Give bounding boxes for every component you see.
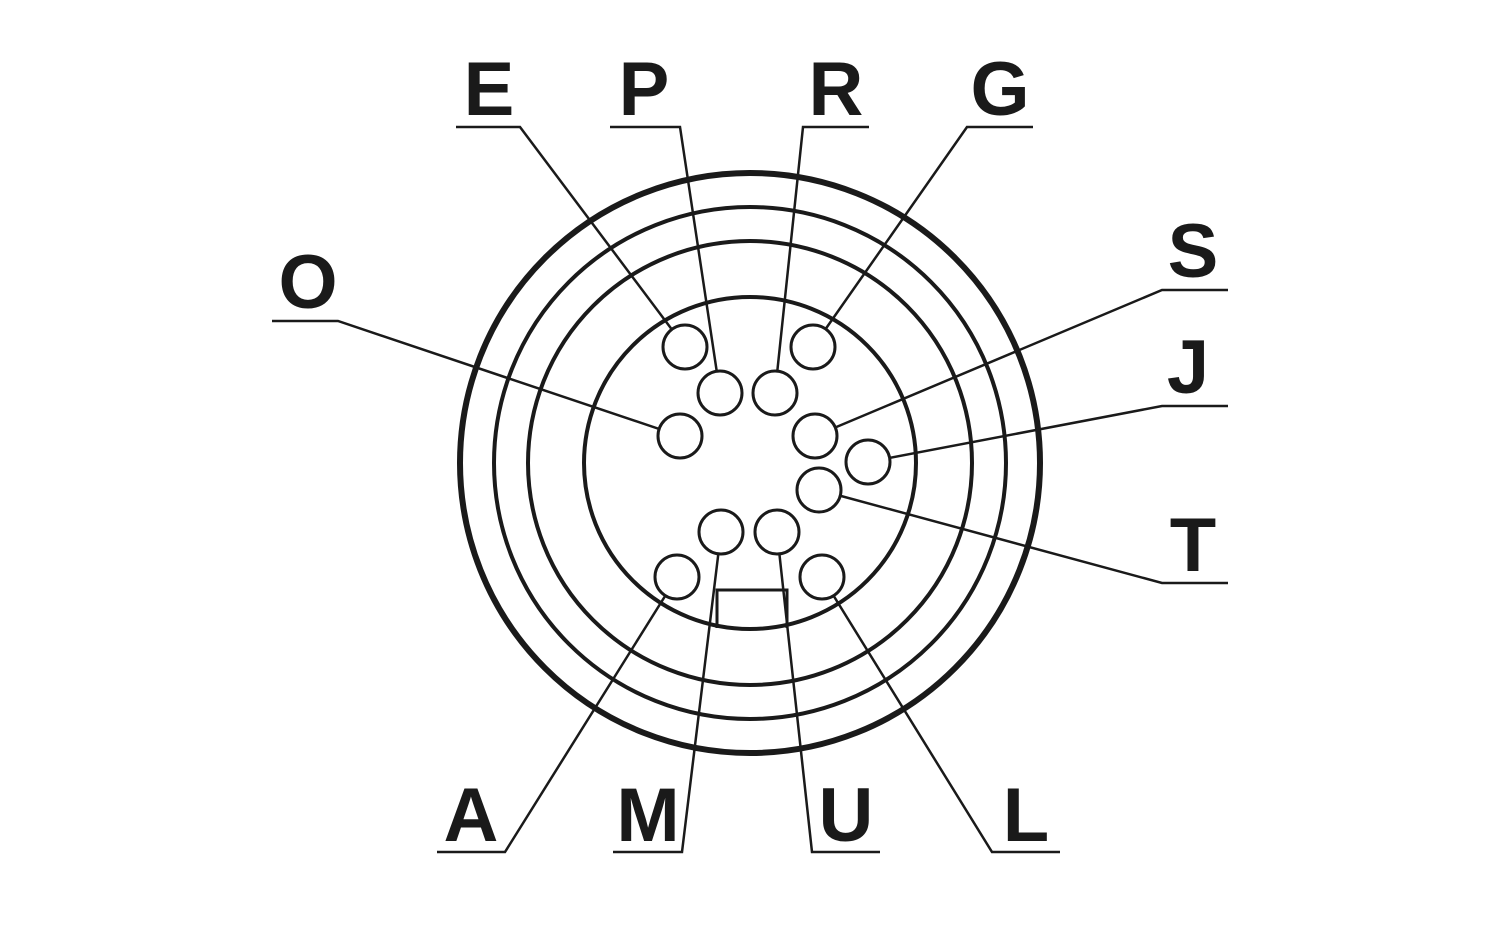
pin-contact-U (753, 508, 801, 556)
pin-label-J: J (1167, 325, 1209, 410)
leader-line-G (811, 125, 1033, 348)
pin-label-O: O (278, 240, 337, 325)
pin-contact-R (751, 369, 799, 417)
leader-line-J (867, 404, 1228, 464)
leader-line-L (820, 576, 1060, 854)
pin-label-M: M (616, 773, 679, 858)
pin-label-R: R (809, 47, 864, 132)
pin-label-A: A (444, 773, 499, 858)
pin-label-E: E (464, 47, 515, 132)
pin-label-L: L (1003, 773, 1049, 858)
connector-ring-3 (526, 239, 974, 687)
pin-contact-L (798, 553, 846, 601)
leader-line-T (818, 488, 1228, 585)
leader-line-U (775, 531, 880, 854)
pin-contact-P (696, 369, 744, 417)
pin-contact-O (656, 412, 704, 460)
connector-outer-ring (457, 170, 1043, 756)
pin-label-G: G (970, 47, 1029, 132)
pin-contact-M (697, 508, 745, 556)
pin-label-U: U (819, 773, 874, 858)
pin-contact-E (661, 323, 709, 371)
pin-contact-J (844, 438, 892, 486)
leader-line-R (773, 125, 869, 394)
pin-label-S: S (1168, 209, 1219, 294)
leader-line-M (613, 531, 723, 854)
pin-label-P: P (619, 47, 670, 132)
leader-line-O (272, 319, 681, 438)
leader-line-A (437, 576, 679, 854)
pin-contact-T (795, 466, 843, 514)
leader-lines (272, 125, 1228, 854)
pin-labels: E P R G O S J T A M U L (278, 47, 1218, 858)
keying-notch (715, 588, 789, 628)
connector-ring-2 (492, 205, 1008, 721)
pin-contact-G (789, 323, 837, 371)
pin-contact-A (653, 553, 701, 601)
pin-contacts (653, 323, 892, 601)
leader-line-P (610, 125, 722, 394)
pin-contact-S (791, 412, 839, 460)
leader-line-E (456, 125, 686, 348)
pin-label-T: T (1170, 503, 1216, 588)
leader-line-S (814, 288, 1228, 438)
connector-insert-face (582, 295, 918, 631)
